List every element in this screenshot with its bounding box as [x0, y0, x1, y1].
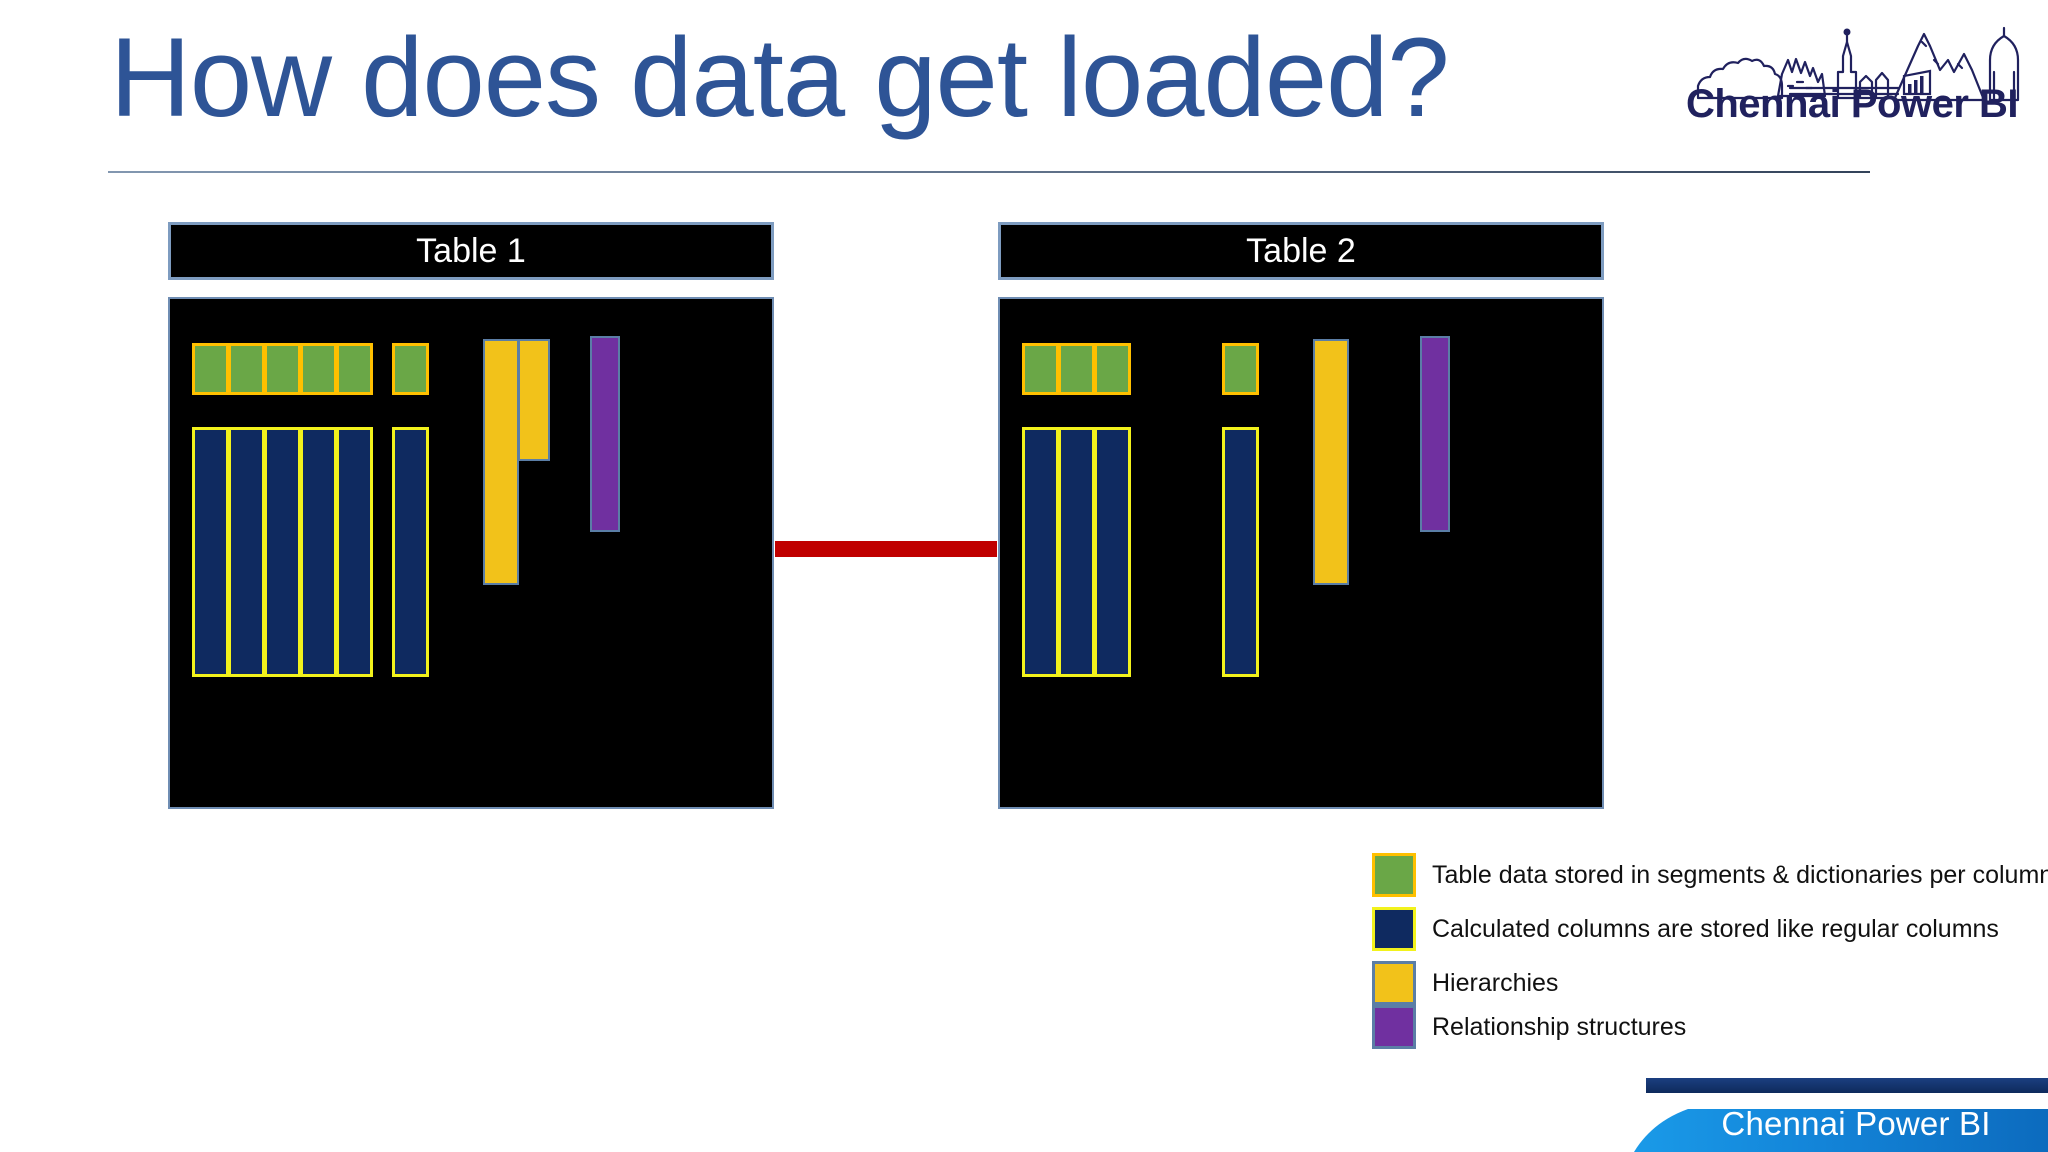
- data-segment-cell-single: [1222, 343, 1259, 395]
- legend-item-segments: Table data stored in segments & dictiona…: [1372, 853, 2048, 897]
- footer-wave-shape: [1634, 1109, 2048, 1152]
- footer-dark-bar: [1646, 1078, 2048, 1093]
- calculated-column-single: [1222, 427, 1259, 677]
- legend-item-relationships: Relationship structures: [1372, 1005, 1686, 1049]
- data-segment-cell: [1022, 343, 1059, 395]
- title-divider: [108, 171, 1870, 173]
- table-1-header: Table 1: [168, 222, 774, 280]
- hierarchy-bar: [1313, 339, 1349, 585]
- calculated-column: [336, 427, 373, 677]
- data-segment-cell: [228, 343, 265, 395]
- table-2-header: Table 2: [998, 222, 1604, 280]
- hierarchy-bar: [518, 339, 550, 461]
- legend-label: Calculated columns are stored like regul…: [1432, 914, 1999, 943]
- footer-label: Chennai Power BI: [1721, 1105, 1991, 1142]
- table-2-title: Table 2: [1246, 231, 1356, 270]
- data-segment-cell: [1058, 343, 1095, 395]
- calculated-column: [1058, 427, 1095, 677]
- power-bi-bars-icon: [1902, 69, 1932, 96]
- legend-swatch-green-icon: [1372, 853, 1416, 897]
- calculated-column: [1022, 427, 1059, 677]
- data-segment-cell-single: [392, 343, 429, 395]
- logo-text: Chennai Power BI: [1685, 82, 2019, 126]
- calculated-column: [228, 427, 265, 677]
- relationship-bar: [1420, 336, 1450, 532]
- data-segment-cell: [264, 343, 301, 395]
- table-1-body: [168, 297, 774, 809]
- page-title: How does data get loaded?: [110, 15, 1450, 140]
- legend-label: Hierarchies: [1432, 968, 1559, 997]
- legend-item-calculated-columns: Calculated columns are stored like regul…: [1372, 907, 1999, 951]
- data-segment-cell: [336, 343, 373, 395]
- relationship-connector-line: [775, 541, 997, 557]
- chennai-power-bi-logo: Chennai Power BI: [1672, 16, 2032, 142]
- chennai-skyline-icon: [1696, 26, 2020, 102]
- calculated-column: [300, 427, 337, 677]
- hierarchy-bar: [483, 339, 519, 585]
- legend-label: Relationship structures: [1432, 1012, 1687, 1041]
- data-segment-cell: [300, 343, 337, 395]
- legend-swatch-yellow-icon: [1372, 961, 1416, 1005]
- relationship-bar: [590, 336, 620, 532]
- calculated-column: [264, 427, 301, 677]
- calculated-column-single: [392, 427, 429, 677]
- calculated-column: [192, 427, 229, 677]
- data-segment-cell: [192, 343, 229, 395]
- legend-label: Table data stored in segments & dictiona…: [1432, 860, 2048, 889]
- legend-item-hierarchies: Hierarchies: [1372, 961, 1558, 1005]
- legend-swatch-navy-icon: [1372, 907, 1416, 951]
- data-segment-cell: [1094, 343, 1131, 395]
- calculated-column: [1094, 427, 1131, 677]
- legend-swatch-purple-icon: [1372, 1005, 1416, 1049]
- table-2-body: [998, 297, 1604, 809]
- table-1-title: Table 1: [416, 231, 526, 270]
